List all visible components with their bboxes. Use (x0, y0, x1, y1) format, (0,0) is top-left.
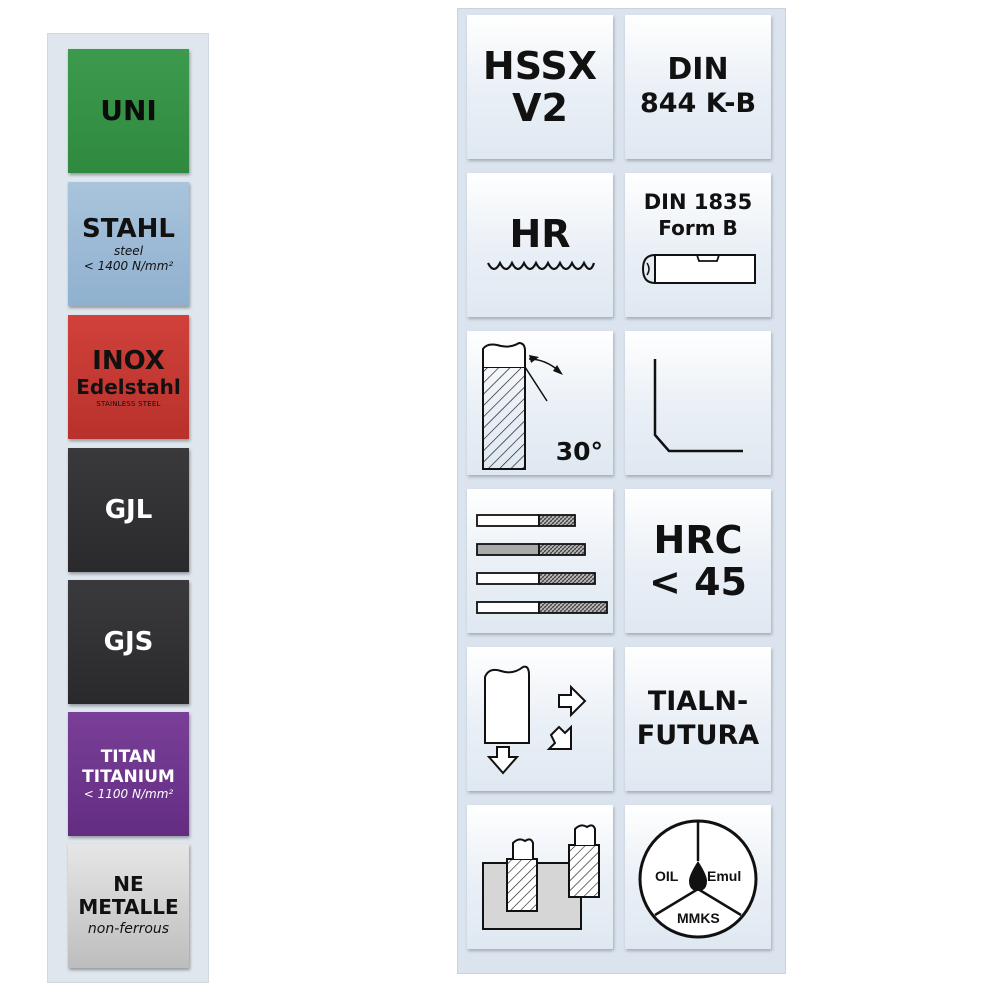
material-inox-sub: STAINLESS STEEL (96, 399, 161, 408)
length-cell (467, 489, 613, 633)
material-column: UNI STAHL steel < 1400 N/mm² INOX Edelst… (47, 33, 209, 983)
cooling-mmks-label: MMKS (677, 910, 720, 926)
helix-angle-value: 30° (555, 437, 603, 466)
material-stahl: STAHL steel < 1400 N/mm² (68, 182, 189, 306)
material-titan-label2: TITANIUM (82, 766, 175, 787)
material-ne-label2: METALLE (78, 895, 179, 919)
shank-line2: Form B (658, 216, 738, 240)
material-inox: INOX Edelstahl STAINLESS STEEL (68, 315, 189, 439)
hardness-line2: < 45 (649, 560, 747, 604)
material-gjs: GJS (68, 580, 189, 704)
standard-line2: 844 K-B (639, 88, 757, 119)
cooling-emul-label: Emul (707, 868, 741, 884)
material-inox-label2: Edelstahl (76, 374, 181, 399)
cutting-direction-cell (467, 647, 613, 791)
material-gjl: GJL (68, 448, 189, 572)
standard-cell: DIN 844 K-B (625, 15, 771, 159)
material-gjl-label: GJL (104, 495, 153, 525)
helix-angle-cell: 30° (467, 331, 613, 475)
helix-angle-icon (482, 341, 563, 470)
shank-form-b-icon (641, 254, 756, 284)
tool-material-cell: HSSX V2 (467, 15, 613, 159)
cutting-direction-icon (484, 665, 587, 775)
material-ne: NE METALLE non-ferrous (68, 844, 189, 968)
material-ne-label: NE (113, 872, 144, 896)
coating-line1: TIALN- (647, 686, 749, 717)
coating-cell: TIALN- FUTURA (625, 647, 771, 791)
material-stahl-spec: < 1400 N/mm² (83, 259, 174, 273)
helix-cell: HR (467, 173, 613, 317)
material-titan-spec: < 1100 N/mm² (83, 786, 174, 801)
helix-label: HR (509, 212, 571, 256)
standard-line1: DIN (667, 52, 729, 87)
hardness-line1: HRC (653, 518, 743, 562)
material-stahl-sub: steel (113, 244, 144, 258)
material-uni-label: UNI (100, 94, 157, 127)
cooling-cell: OIL Emul MMKS (625, 805, 771, 949)
slot-milling-icon (482, 824, 600, 930)
corner-cell (625, 331, 771, 475)
material-stahl-label: STAHL (82, 214, 175, 244)
chamfered-corner-icon (653, 359, 743, 453)
application-cell (467, 805, 613, 949)
material-ne-sub: non-ferrous (87, 921, 170, 937)
tool-material-line2: V2 (512, 86, 568, 130)
material-uni: UNI (68, 49, 189, 173)
hardness-cell: HRC < 45 (625, 489, 771, 633)
shank-line1: DIN 1835 (643, 190, 753, 214)
cooling-oil-label: OIL (655, 868, 679, 884)
material-inox-label: INOX (92, 345, 165, 376)
material-gjs-label: GJS (103, 627, 154, 657)
coating-line2: FUTURA (636, 720, 760, 751)
length-bars-icon (476, 514, 608, 614)
material-titan: TITAN TITANIUM < 1100 N/mm² (68, 712, 189, 836)
wave-icon (487, 260, 596, 271)
coolant-icon: OIL Emul MMKS (638, 819, 758, 939)
tool-material-line1: HSSX (482, 44, 598, 88)
material-titan-label: TITAN (100, 746, 157, 767)
shank-cell: DIN 1835 Form B (625, 173, 771, 317)
property-grid: HSSX V2 DIN 844 K-B HR DIN 1835 Form B (457, 8, 786, 974)
